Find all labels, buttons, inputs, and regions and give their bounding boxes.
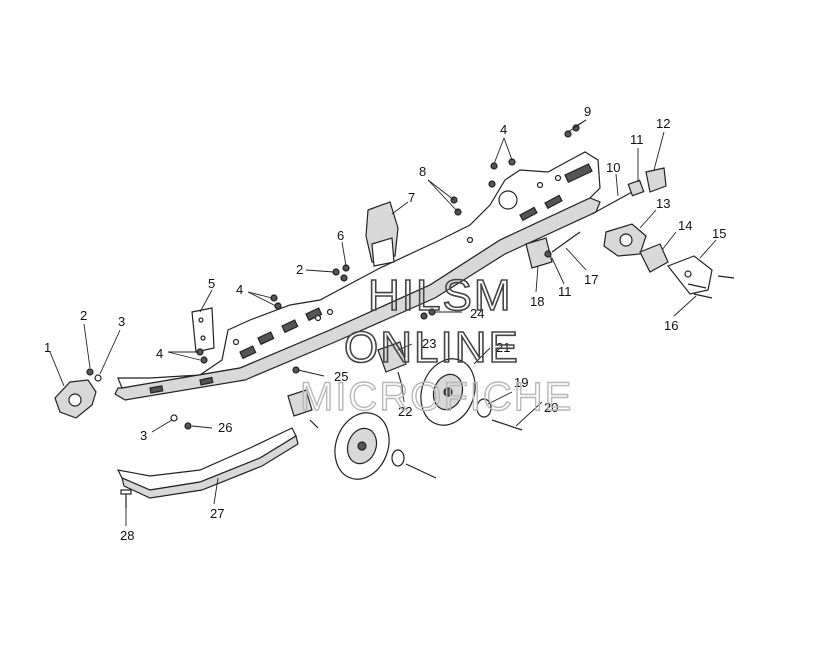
- mounting-bracket-plate: [191, 307, 215, 353]
- leader-lines: [49, 119, 717, 526]
- callout-14: 14: [678, 218, 692, 233]
- rear-axle-shaft: [591, 191, 633, 215]
- callout-28: 28: [120, 528, 134, 543]
- housing-13: [603, 223, 647, 257]
- end-plate-15: [667, 255, 713, 295]
- rail-frame: [114, 151, 601, 401]
- callout-27: 27: [210, 506, 224, 521]
- hyfax-wear-strip: [116, 427, 299, 499]
- spacer-washer-19: [391, 398, 492, 467]
- callout-17: 17: [584, 272, 598, 287]
- callout-13: 13: [656, 196, 670, 211]
- callout-19: 19: [514, 375, 528, 390]
- bolts-16: [687, 275, 735, 299]
- callout-21: 21: [496, 340, 510, 355]
- bracket-12: [645, 167, 667, 193]
- watermark-line-2: ONLINE: [344, 323, 520, 372]
- callout-6: 6: [337, 228, 344, 243]
- callout-11: 11: [630, 132, 644, 147]
- wheel-bolt-20: [405, 419, 523, 479]
- callout-20: 20: [544, 400, 558, 415]
- callout-4: 4: [156, 346, 163, 361]
- callout-12: 12: [656, 116, 670, 131]
- callout-24: 24: [470, 306, 484, 321]
- callout-4: 4: [500, 122, 507, 137]
- callout-16: 16: [664, 318, 678, 333]
- callout-11: 11: [558, 284, 572, 299]
- block-18: [525, 237, 553, 269]
- callout-5: 5: [208, 276, 215, 291]
- callout-9: 9: [584, 104, 591, 119]
- rail-holes: [232, 174, 562, 346]
- callout-labels: 1 2 2 3 3 4 4 4 5 6 7 8 9 10 11 11 12 13…: [44, 104, 726, 543]
- callout-2: 2: [80, 308, 87, 323]
- spacer-14: [639, 243, 669, 273]
- idler-wheel-rear: [420, 358, 476, 426]
- callout-22: 22: [398, 404, 412, 419]
- rail-slots: [149, 163, 593, 394]
- callout-2: 2: [296, 262, 303, 277]
- watermark: HILSM ONLINE MICROFICHE: [299, 270, 573, 420]
- callout-3: 3: [140, 428, 147, 443]
- callout-23: 23: [422, 336, 436, 351]
- callout-15: 15: [712, 226, 726, 241]
- pin-17: [551, 231, 581, 253]
- callout-18: 18: [530, 294, 544, 309]
- callout-8: 8: [419, 164, 426, 179]
- callout-7: 7: [408, 190, 415, 205]
- nut-11-upper: [627, 179, 645, 197]
- callout-10: 10: [606, 160, 620, 175]
- front-end-cap: [54, 379, 97, 419]
- callout-25: 25: [334, 369, 348, 384]
- wheel-bracket-23: [287, 341, 407, 417]
- slide-block: [365, 201, 399, 267]
- callout-1: 1: [44, 340, 51, 355]
- bolts-22: [309, 371, 403, 429]
- rivet-28: [120, 489, 132, 508]
- callout-3: 3: [118, 314, 125, 329]
- callout-4: 4: [236, 282, 243, 297]
- watermark-line-1: HILSM: [368, 271, 512, 320]
- watermark-line-3: MICROFICHE: [300, 375, 573, 419]
- callout-26: 26: [218, 420, 232, 435]
- idler-wheel-front: [334, 412, 390, 480]
